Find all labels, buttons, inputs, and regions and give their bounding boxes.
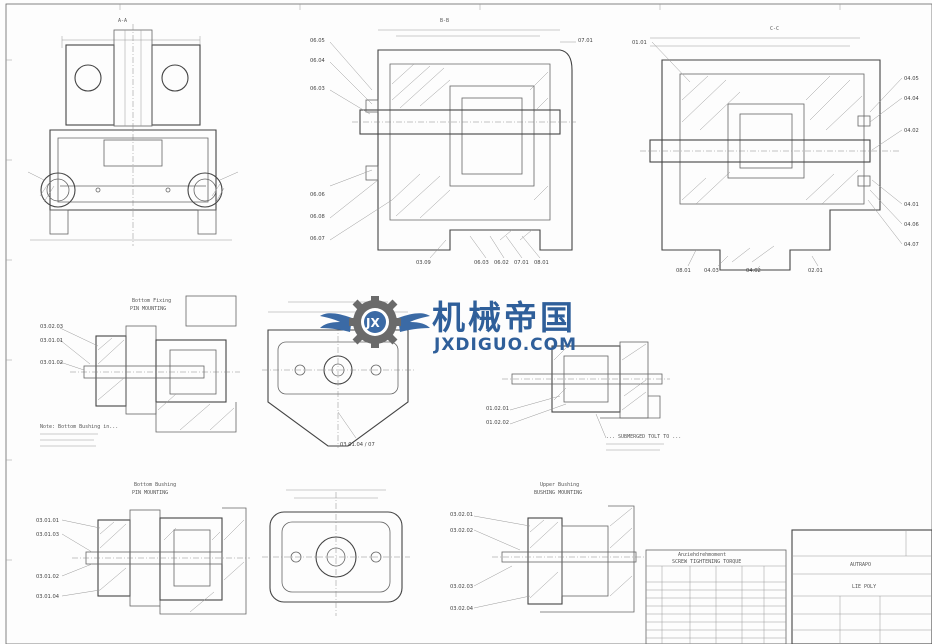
note-mid-left: Note: Bottom Bushing in...	[40, 424, 118, 430]
frame-ticks	[6, 4, 841, 561]
part-label: 04.05	[904, 76, 919, 82]
view-section-top-right: C-C 01.01 04.05 04.04 04.	[632, 26, 920, 274]
hatch-upper-bushing	[529, 507, 633, 599]
part-label: 04.02	[904, 128, 919, 134]
part-label: 06.02	[494, 260, 509, 266]
hatch-bottom-bushing	[99, 519, 245, 613]
view-section-top-middle: B-B 06.05 06.	[310, 18, 593, 266]
logo-badge-text: JX	[365, 316, 380, 330]
part-label: 06.03	[474, 260, 489, 266]
hatch-bottom-fixing	[97, 337, 235, 431]
watermark-logo: JX 机械帝国 JXDIGUO.COM	[320, 296, 577, 355]
watermark-en: JXDIGUO.COM	[433, 335, 577, 355]
part-label: 03.02.04	[450, 606, 474, 612]
part-label: 08.01	[676, 268, 691, 274]
view-label-bottom-bushing: Bottom Bushing	[134, 482, 176, 488]
part-label: 03.02.01	[450, 512, 473, 518]
part-label: 06.06	[310, 192, 325, 198]
view-detail-bottom-fixing: Bottom Fixing PIN MOUNTING 03.02.03 03.0…	[40, 295, 240, 447]
part-label: 04.07	[904, 242, 919, 248]
leaders-top-right-bottom	[687, 249, 819, 271]
hatch-top-right	[681, 75, 863, 263]
view-plate-bottom	[262, 489, 410, 616]
view-label-bottom-fixing-sub: PIN MOUNTING	[130, 306, 166, 312]
view-detail-mid-right: 01.02.01 01.02.02 ... SUBMERGED TOLT TO …	[486, 341, 681, 451]
torque-table-title: SCREW TIGHTENING TORQUE	[672, 559, 741, 565]
part-label: 03.01.04	[36, 594, 60, 600]
part-label: 03.01.01	[40, 338, 63, 344]
view-label-top-right: C-C	[770, 26, 779, 32]
view-detail-bottom-bushing: Bottom Bushing PIN MOUNTING 03.01.01 03.…	[36, 482, 250, 615]
part-label: 04.02	[746, 268, 761, 274]
view-label-bottom-fixing: Bottom Fixing	[132, 298, 171, 304]
leaders-top-middle-left	[329, 41, 393, 241]
title-block: AUTRAPO LIE POLY	[791, 529, 932, 644]
part-label: 04.04	[904, 96, 920, 102]
part-label: 03.02.03	[450, 584, 473, 590]
leaders-top-right-right	[867, 77, 903, 245]
part-label: 02.01	[808, 268, 823, 274]
watermark-cn: 机械帝国	[432, 298, 576, 337]
torque-table-header: Anziehdrehmoment	[678, 552, 726, 558]
part-label: 06.03	[310, 86, 325, 92]
part-label: 03.02.03	[40, 324, 63, 330]
sheet-border	[5, 3, 932, 644]
hatch-aa	[39, 183, 225, 203]
view-label-upper-bushing-sub: BUSHING MOUNTING	[534, 490, 582, 496]
part-label: 01.01	[632, 40, 647, 46]
part-label: 04.01	[904, 202, 919, 208]
part-label: 01.02.01	[486, 406, 509, 412]
part-label: 04.03	[704, 268, 719, 274]
logo-wing-right	[398, 313, 430, 332]
part-label: 04.06	[904, 222, 919, 228]
part-label: 08.01	[534, 260, 549, 266]
part-label: 06.07	[310, 236, 325, 242]
part-label: 06.04	[310, 58, 326, 64]
title-block-code: LIE POLY	[852, 584, 876, 590]
view-label-upper-bushing: Upper Bushing	[540, 482, 579, 488]
gear-icon: JX	[349, 296, 401, 348]
part-label: 07.01	[578, 38, 593, 44]
part-label: 03.01.03	[36, 532, 59, 538]
part-label: 03.09	[416, 260, 431, 266]
part-label: 03.01.01	[36, 518, 59, 524]
view-section-aa: A-A	[27, 18, 239, 246]
view-detail-upper-bushing: Upper Bushing BUSHING MOUNTING 03.02.01 …	[450, 482, 644, 613]
note-mid-right: ... SUBMERGED TOLT TO ...	[606, 434, 681, 440]
part-label: 06.05	[310, 38, 325, 44]
torque-table: Anziehdrehmoment SCREW TIGHTENING TORQUE	[645, 549, 787, 644]
hatch-top-middle	[391, 63, 549, 241]
part-label: 03.01.02	[40, 360, 63, 366]
hatch-mid-right	[553, 343, 647, 411]
part-label: 07.01	[514, 260, 529, 266]
title-block-name: AUTRAPO	[850, 562, 871, 568]
part-label: 06.08	[310, 214, 325, 220]
part-label: 03.01.02	[36, 574, 59, 580]
part-label: 03.01.04 / 07	[340, 442, 375, 448]
part-label: 03.02.02	[450, 528, 473, 534]
part-label: 01.02.02	[486, 420, 509, 426]
view-label-top-middle: B-B	[440, 18, 449, 24]
view-label-bottom-bushing-sub: PIN MOUNTING	[132, 490, 168, 496]
view-label-aa: A-A	[118, 18, 127, 24]
leaders-top-middle-bottom	[429, 235, 541, 259]
logo-wing-left	[320, 313, 352, 332]
